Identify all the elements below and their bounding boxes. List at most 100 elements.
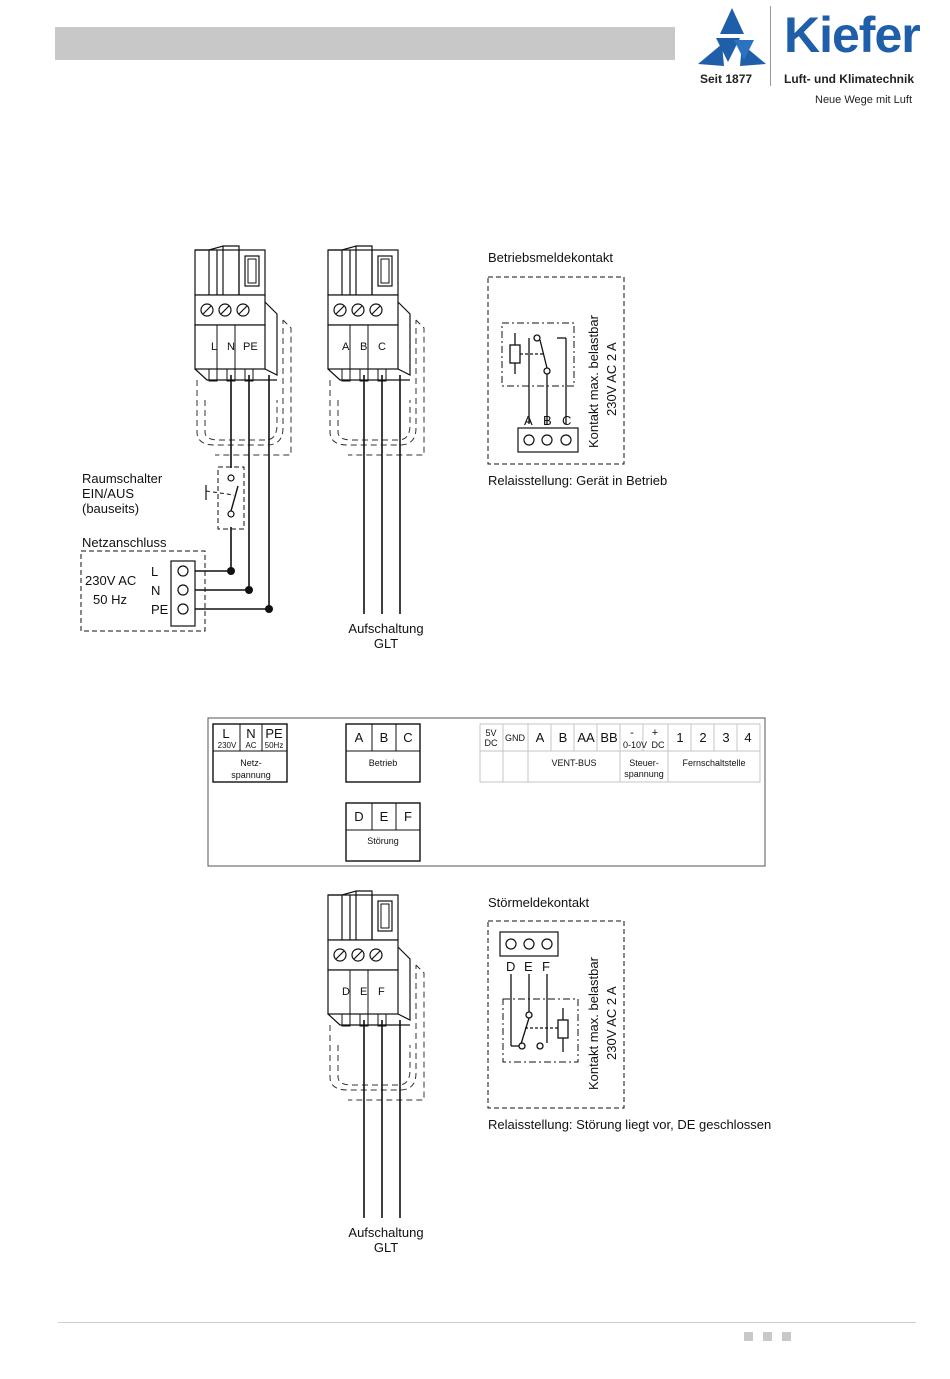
strip-netz-l: L [222, 726, 229, 741]
mains-box [80, 550, 206, 632]
gray-term-3: 3 [722, 730, 729, 745]
stoer-term-f: F [542, 959, 550, 974]
gray-label-steuer-2: spannung [624, 769, 664, 779]
stoer-relay [510, 974, 569, 1052]
stoer-caption: Relaisstellung: Störung liegt vor, DE ge… [488, 1117, 771, 1132]
gray-term-1: 1 [676, 730, 683, 745]
strip-gray-section [479, 723, 761, 783]
strip-netz-sub-2: AC [245, 741, 256, 750]
gray-label-steuer-1: Steuer- [629, 758, 659, 768]
logo-since: Seit 1877 [700, 72, 753, 86]
strip-netz-pe: PE [265, 726, 283, 741]
gray-term-a: A [536, 730, 545, 745]
gray-label-ventbus: VENT-BUS [551, 758, 596, 768]
footer-square [763, 1332, 772, 1341]
plug3-term-d: D [342, 986, 350, 998]
strip-stoerung-d: D [354, 809, 363, 824]
logo-subtitle: Luft- und Klimatechnik [784, 72, 914, 86]
strip-stoerung-f: F [404, 809, 412, 824]
plug3-term-e: E [360, 986, 367, 998]
junction-l [227, 567, 235, 575]
mains-voltage: 230V AC [85, 573, 136, 588]
betrieb-term-c: C [562, 413, 571, 428]
strip-netz-label-1: Netz- [240, 758, 262, 768]
kiefer-logo: Kiefer Seit 1877 Luft- und Klimatechnik … [694, 2, 934, 110]
header-bar [55, 27, 675, 60]
stoer-rating-1: Kontakt max. belastbar [586, 956, 601, 1090]
stoer-title: Störmeldekontakt [488, 895, 590, 910]
wires-betrieb [363, 375, 401, 614]
stoer-term-e: E [524, 959, 533, 974]
switch-label-3: (bauseits) [82, 501, 139, 516]
gray-term-dc: DC [485, 738, 498, 748]
plug2-term-b: B [360, 341, 367, 353]
strip-betrieb [345, 723, 421, 783]
strip-netz-sub-3: 50Hz [265, 741, 284, 750]
mains-line-pe: PE [151, 602, 169, 617]
stoer-term-d: D [506, 959, 515, 974]
strip-stoerung-label: Störung [367, 836, 399, 846]
footer-squares [744, 1328, 801, 1346]
gray-term-plus: + [652, 727, 658, 739]
footer-square [782, 1332, 791, 1341]
gray-term-4: 4 [744, 730, 751, 745]
switch-label-1: Raumschalter [82, 471, 163, 486]
betrieb-box [487, 276, 625, 465]
betrieb-title: Betriebsmeldekontakt [488, 250, 613, 265]
footer-line [58, 1322, 916, 1323]
strip-stoerung [345, 802, 421, 862]
plug1-term-l: L [211, 341, 217, 353]
glt-label-bottom-2: GLT [374, 1240, 398, 1255]
mains-freq: 50 Hz [93, 592, 127, 607]
strip-betrieb-c: C [403, 730, 412, 745]
switch-label-2: EIN/AUS [82, 486, 134, 501]
strip-netz-sub-1: 230V [218, 741, 237, 750]
gray-term-dc2: DC [652, 740, 665, 750]
logo-slogan: Neue Wege mit Luft [815, 94, 913, 106]
gray-term-2: 2 [699, 730, 706, 745]
betrieb-caption: Relaisstellung: Gerät in Betrieb [488, 473, 667, 488]
wires-netz [192, 375, 270, 610]
plug2-term-c: C [378, 341, 386, 353]
mains-line-n: N [151, 583, 160, 598]
stoer-rating-2: 230V AC 2 A [604, 986, 619, 1060]
glt-label-bottom-1: Aufschaltung [348, 1225, 423, 1240]
strip-netz-label-2: spannung [231, 770, 271, 780]
logo-wordmark: Kiefer [784, 7, 921, 63]
gray-term-5v: 5V [485, 728, 496, 738]
plug3-term-f: F [378, 986, 385, 998]
betrieb-term-a: A [524, 413, 533, 428]
gray-term-gnd: GND [505, 733, 526, 743]
strip-betrieb-b: B [380, 730, 389, 745]
plug1-term-n: N [227, 341, 235, 353]
betrieb-rating-2: 230V AC 2 A [604, 342, 619, 416]
terminal-strip-frame [207, 717, 766, 867]
mains-line-l: L [151, 564, 158, 579]
betrieb-relay [509, 333, 567, 424]
strip-netz [212, 723, 288, 783]
strip-netz-n: N [246, 726, 255, 741]
stoer-box [487, 920, 625, 1109]
glt-label-top-1: Aufschaltung [348, 621, 423, 636]
betrieb-rating-1: Kontakt max. belastbar [586, 314, 601, 448]
mains-title: Netzanschluss [82, 535, 167, 550]
gray-label-fern: Fernschaltstelle [682, 758, 745, 768]
strip-stoerung-e: E [380, 809, 389, 824]
gray-term-minus: - [630, 727, 634, 739]
strip-betrieb-a: A [355, 730, 364, 745]
footer-square [744, 1332, 753, 1341]
stoer-relay-box [502, 998, 579, 1063]
room-switch [205, 466, 245, 530]
betrieb-relay-box [501, 322, 575, 387]
junction-n [245, 586, 253, 594]
betrieb-term-b: B [543, 413, 552, 428]
gray-term-aa: AA [577, 730, 595, 745]
logo-divider [770, 6, 771, 86]
gray-term-0-10v: 0-10V [623, 740, 647, 750]
gray-term-b: B [559, 730, 568, 745]
glt-label-top-2: GLT [374, 636, 398, 651]
plug2-term-a: A [342, 341, 350, 353]
kiefer-logo-icon [698, 8, 766, 66]
junction-pe [265, 605, 273, 613]
